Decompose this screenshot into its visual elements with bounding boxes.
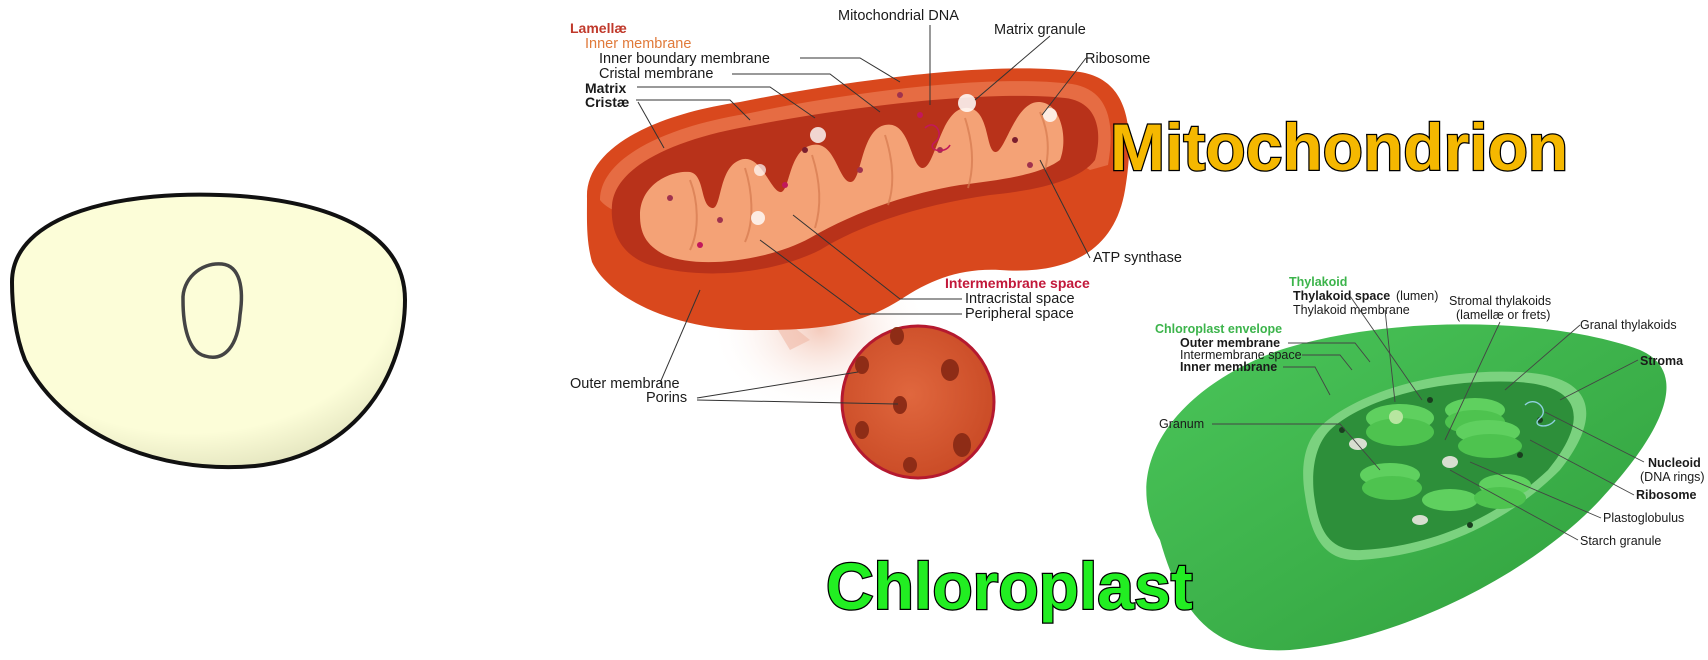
- label-intermembrane-space: Intermembrane space: [945, 275, 1090, 291]
- porin-inset: [842, 326, 994, 478]
- label-mitochondrial-dna: Mitochondrial DNA: [838, 8, 959, 24]
- cell-membrane: [12, 195, 405, 468]
- label-thylakoid-space: Thylakoid space: [1293, 289, 1390, 303]
- label-starch-granule: Starch granule: [1580, 534, 1661, 548]
- mitochondrion-title: Mitochondrion: [1110, 110, 1568, 184]
- label-plastoglobulus: Plastoglobulus: [1603, 511, 1684, 525]
- label-stromal-thylakoids: Stromal thylakoids: [1449, 294, 1551, 308]
- label-inner-boundary-membrane: Inner boundary membrane: [599, 51, 770, 67]
- label-chloroplast-envelope: Chloroplast envelope: [1155, 322, 1282, 336]
- label-thylakoid-membrane: Thylakoid membrane: [1293, 303, 1410, 317]
- chloroplast-title: Chloroplast: [826, 549, 1193, 623]
- label-peripheral-space: Peripheral space: [965, 306, 1074, 322]
- label-ribosome: Ribosome: [1085, 51, 1150, 67]
- label-matrix-granule: Matrix granule: [994, 22, 1086, 38]
- label-granum: Granum: [1159, 417, 1204, 431]
- label-chloro-ribosome: Ribosome: [1636, 488, 1696, 502]
- label-inner-membrane: Inner membrane: [585, 36, 691, 52]
- label-cristae: Cristæ: [585, 94, 629, 110]
- label-atp-synthase: ATP synthase: [1093, 250, 1182, 266]
- label-nucleoid-note: (DNA rings): [1640, 470, 1705, 484]
- label-porins: Porins: [646, 390, 687, 406]
- plant-cell-outline: [12, 195, 405, 468]
- label-lamellae: Lamellæ: [570, 20, 627, 36]
- label-intracristal-space: Intracristal space: [965, 291, 1075, 307]
- label-chloro-inner-membrane: Inner membrane: [1180, 360, 1277, 374]
- label-thylakoid-space-note: (lumen): [1396, 289, 1438, 303]
- label-nucleoid: Nucleoid: [1648, 456, 1701, 470]
- label-thylakoid: Thylakoid: [1289, 275, 1347, 289]
- label-granal-thylakoids: Granal thylakoids: [1580, 318, 1677, 332]
- label-stromal-thylakoids-note: (lamellæ or frets): [1456, 308, 1550, 322]
- label-stroma: Stroma: [1640, 354, 1684, 368]
